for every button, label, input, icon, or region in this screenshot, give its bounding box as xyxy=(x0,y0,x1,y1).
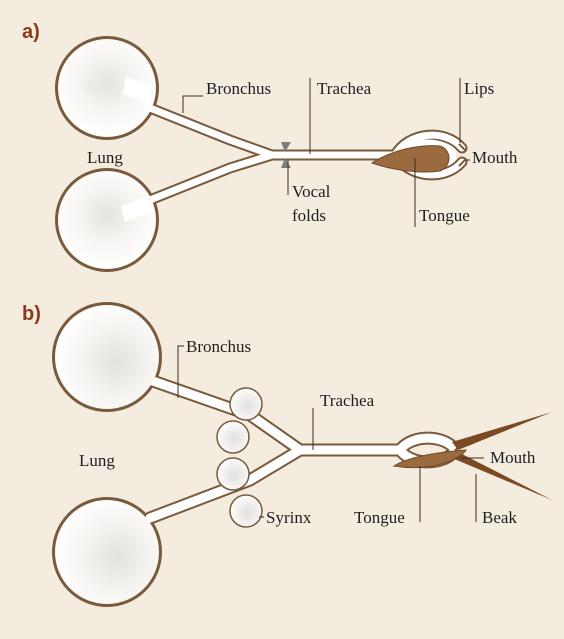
syrinx-ring-1 xyxy=(230,388,262,420)
tongue-label-b: Tongue xyxy=(354,508,405,527)
panel-b: b) xyxy=(22,302,552,607)
bird-lower-lung xyxy=(55,500,159,604)
bird-upper-lung xyxy=(55,305,159,409)
syrinx-label: Syrinx xyxy=(266,508,312,527)
panel-a: a) xyxy=(22,21,518,272)
lung-label-b: Lung xyxy=(79,451,115,470)
lung-label-a: Lung xyxy=(87,148,123,167)
vocal-folds-label-line1: Vocal xyxy=(292,182,331,201)
mouth-label-b: Mouth xyxy=(490,448,536,467)
beak-label: Beak xyxy=(482,508,517,527)
syrinx-ring-3 xyxy=(217,458,249,490)
bronchus-label-b: Bronchus xyxy=(186,337,251,356)
panel-b-label: b) xyxy=(22,303,41,325)
upper-lung-center xyxy=(86,80,100,94)
bronchus-label-a: Bronchus xyxy=(206,79,271,98)
syrinx-ring-2 xyxy=(217,421,249,453)
lips-label: Lips xyxy=(464,79,494,98)
tongue-label-a: Tongue xyxy=(419,206,470,225)
upper-beak xyxy=(452,412,552,450)
bronchus-leader-a xyxy=(183,96,203,113)
trachea-label-a: Trachea xyxy=(317,79,372,98)
panel-a-label: a) xyxy=(22,21,40,43)
trachea-label-b: Trachea xyxy=(320,391,375,410)
mouth-label-a: Mouth xyxy=(472,148,518,167)
vocal-folds-label-line2: folds xyxy=(292,206,326,225)
lower-lung xyxy=(58,171,156,269)
syrinx-ring-4 xyxy=(230,495,262,527)
